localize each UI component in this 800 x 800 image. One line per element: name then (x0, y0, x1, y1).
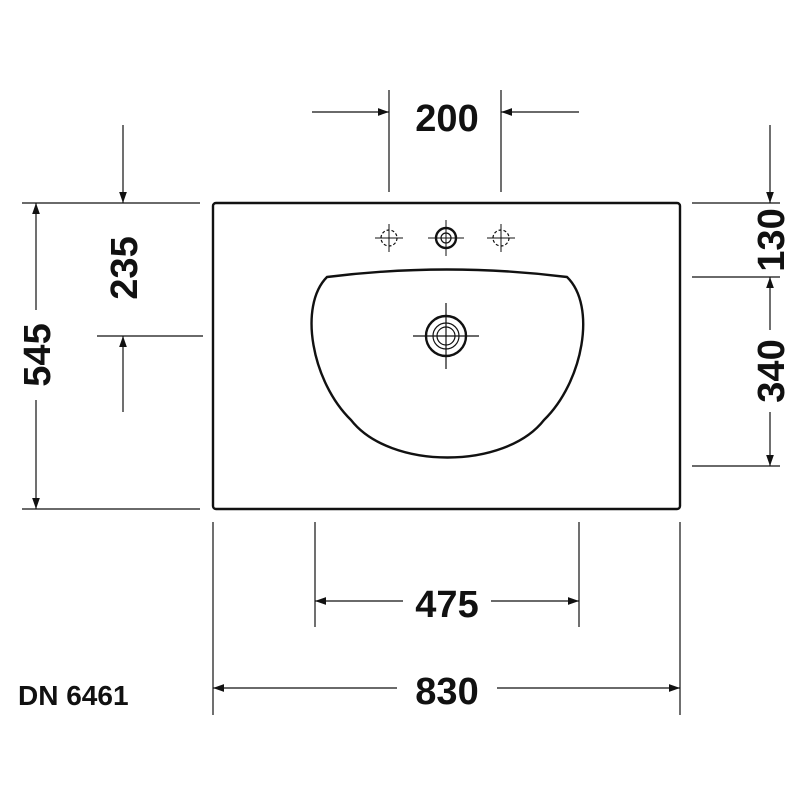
dimension-tap-zone-depth: 130 (692, 125, 793, 297)
dimension-label-tap-zone-depth: 130 (751, 208, 793, 271)
tap-hole-left-icon (375, 224, 403, 252)
bowl-outline (310, 268, 585, 459)
dimension-label-drain-offset: 235 (104, 236, 146, 299)
dimension-bowl-zone-depth: 340 (692, 297, 793, 467)
dimension-overall-width: 830 (212, 522, 681, 715)
model-code-label: DN 6461 (18, 680, 129, 711)
dimension-drain-offset: 235 (97, 125, 203, 412)
drain-icon (413, 303, 479, 369)
dimension-label-tap-spacing: 200 (415, 98, 478, 140)
dimension-label-bowl-width: 475 (415, 584, 478, 626)
dimension-label-overall-width: 830 (415, 671, 478, 713)
tap-hole-center-icon (428, 220, 464, 256)
basin-outline (211, 201, 682, 511)
dimension-label-overall-depth: 545 (17, 323, 59, 386)
dimension-bowl-width: 475 (314, 522, 580, 627)
tap-hole-right-icon (487, 224, 515, 252)
dimension-tap-spacing: 200 (312, 90, 579, 192)
dimension-label-bowl-zone-depth: 340 (751, 339, 793, 402)
dimension-overall-depth: 545 (17, 202, 200, 510)
